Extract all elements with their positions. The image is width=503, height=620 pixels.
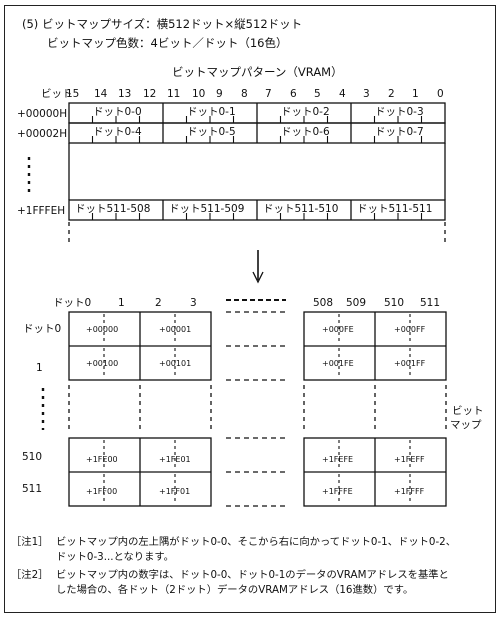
note-1-tag: ［注1］: [11, 536, 49, 548]
dot-column-number: 509: [346, 297, 367, 309]
vram-dot-label: ドット0-1: [187, 106, 236, 118]
address-label: +00002H: [17, 128, 68, 140]
cell-address: +1FFFE: [322, 487, 353, 496]
cell-address: +1FFFF: [394, 487, 425, 496]
address-label: +00000H: [17, 108, 68, 120]
cell-address: +000FE: [322, 325, 354, 334]
vram-dot-label: ドット511-511: [357, 203, 433, 215]
bitmap-colors-line: ビットマップ色数：4ビット／ドット（16色）: [47, 36, 288, 50]
dot-row-label: 510: [22, 451, 43, 463]
note-1-line: ビットマップ内の左上隅がドット0-0、そこから右に向かってドット0-1、ドット0…: [56, 536, 457, 548]
dot-column-number: 511: [420, 297, 441, 309]
bitmap-side-label: マップ: [450, 419, 482, 431]
bitmap-size-line: (5) ビットマップサイズ：横512ドット×縦512ドット: [22, 17, 303, 31]
cell-address: +00001: [159, 325, 192, 334]
dot-column-number: 3: [190, 297, 197, 309]
address-label: +1FFFEH: [17, 205, 66, 217]
dot-column-number: 508: [313, 297, 334, 309]
dot-column-number: 510: [384, 297, 405, 309]
dot-row-label: 1: [36, 362, 43, 374]
cell-address: +00000: [86, 325, 119, 334]
bit-number: 14: [94, 88, 108, 100]
vram-dot-label: ドット0-5: [187, 126, 236, 138]
bit-number: 15: [66, 88, 80, 100]
note-2-tag: ［注2］: [11, 569, 49, 581]
dot-column-number: 2: [155, 297, 162, 309]
bit-number: 5: [314, 88, 321, 100]
figure-frame: [4, 5, 496, 613]
dot-row-label: 511: [22, 483, 43, 495]
bit-number: 2: [388, 88, 395, 100]
cell-address: +00101: [159, 359, 192, 368]
bit-number: 0: [437, 88, 444, 100]
cell-address: +001FE: [322, 359, 354, 368]
vram-dot-label: ドット0-4: [93, 126, 142, 138]
bit-number: 10: [192, 88, 206, 100]
dot-row-label: ドット0: [23, 323, 62, 335]
note-2-line: ビットマップ内の数字は、ドット0-0、ドット0-1のデータのVRAMアドレスを基…: [56, 569, 449, 581]
cell-address: +1FF00: [86, 487, 118, 496]
bit-number: 13: [118, 88, 132, 100]
cell-address: +1FEFF: [394, 455, 425, 464]
bitmap-side-label: ビット: [452, 405, 484, 417]
note-1-line: ドット0-3...となります。: [56, 551, 174, 563]
vram-dot-label: ドット511-509: [169, 203, 245, 215]
cell-address: +1FF01: [159, 487, 191, 496]
bit-number: 4: [339, 88, 346, 100]
bit-number: 12: [143, 88, 157, 100]
vram-dot-label: ドット0-7: [375, 126, 424, 138]
dot-column-label: ドット0: [53, 297, 92, 309]
bit-number: 11: [167, 88, 181, 100]
dot-column-number: 1: [118, 297, 125, 309]
bit-label: ビット: [41, 88, 73, 100]
bit-number: 6: [290, 88, 297, 100]
bit-number: 1: [412, 88, 419, 100]
vram-dot-label: ドット511-510: [263, 203, 339, 215]
bit-number: 3: [363, 88, 370, 100]
down-arrow-head: [252, 271, 264, 284]
cell-address: +1FEFE: [322, 455, 354, 464]
cell-address: +001FF: [394, 359, 426, 368]
vram-dot-label: ドット0-0: [93, 106, 142, 118]
note-2-line: した場合の、各ドット（2ドット）データのVRAMアドレス（16進数）です。: [56, 584, 414, 596]
bit-number: 7: [265, 88, 272, 100]
cell-address: +000FF: [394, 325, 426, 334]
bit-number: 8: [241, 88, 248, 100]
vram-dot-label: ドット0-6: [281, 126, 330, 138]
vram-dot-label: ドット0-2: [281, 106, 330, 118]
vram-dot-label: ドット511-508: [75, 203, 151, 215]
cell-address: +00100: [86, 359, 119, 368]
bit-number: 9: [216, 88, 223, 100]
vram-pattern-title: ビットマップパターン（VRAM）: [172, 65, 343, 79]
vram-dot-label: ドット0-3: [375, 106, 424, 118]
cell-address: +1FE00: [86, 455, 118, 464]
